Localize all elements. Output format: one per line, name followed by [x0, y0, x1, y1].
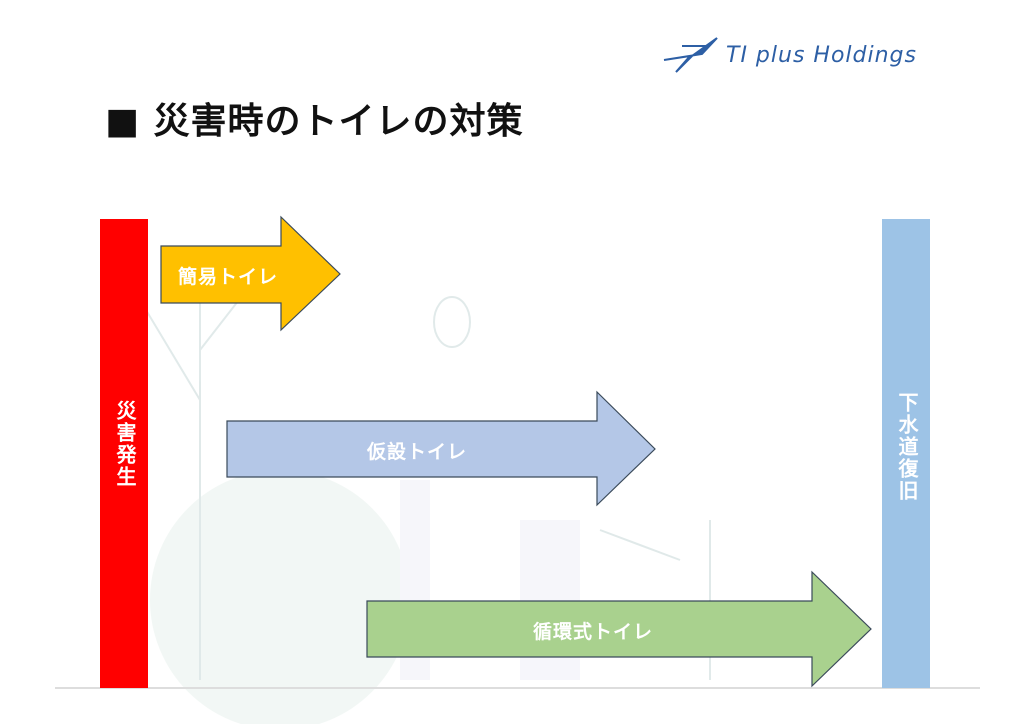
page-title: ■ 災害時のトイレの対策 — [105, 101, 524, 142]
plane-logo-icon — [663, 37, 718, 73]
circulating-toilet-label: 循環式トイレ — [533, 621, 654, 643]
arrow-temporary-toilet — [226, 390, 656, 507]
sewer-recovery-label: 下水道復旧 — [895, 392, 919, 502]
disaster-bar — [100, 219, 148, 688]
temporary-toilet-label: 仮設トイレ — [367, 441, 468, 463]
arrow-circulating-toilet — [366, 570, 872, 688]
sewer-recovery-bar — [882, 219, 930, 688]
arrow-simple-toilet — [160, 215, 341, 332]
logo-text: TI plus Holdings — [726, 42, 917, 68]
simple-toilet-label: 簡易トイレ — [178, 266, 279, 288]
disaster-label: 災害発生 — [113, 400, 137, 488]
company-logo: TI plus Holdings — [662, 36, 917, 74]
